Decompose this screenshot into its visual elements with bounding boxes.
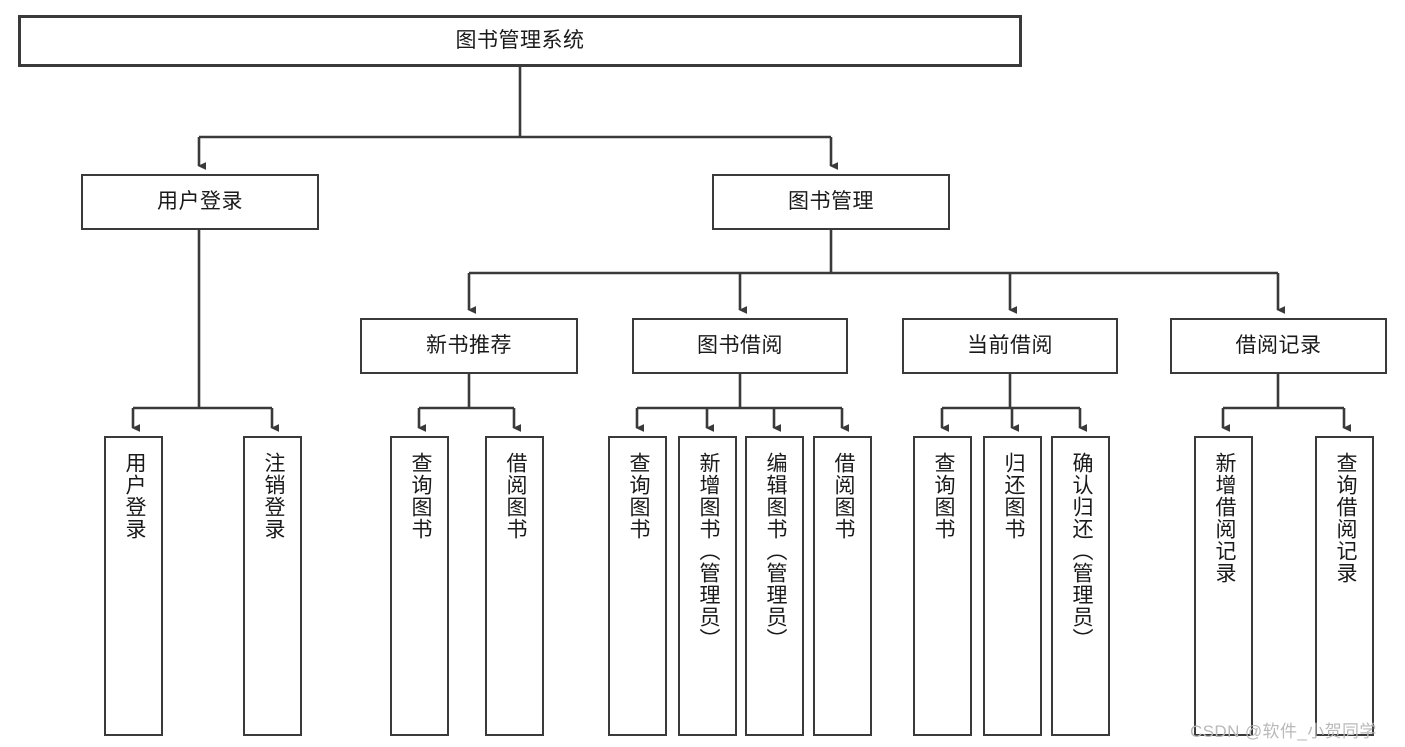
csdn-watermark: CSDN @软件_小贺同学: [1190, 722, 1377, 741]
leaf-confirm-return-admin-label: 确认归还（管理员）: [1069, 452, 1093, 650]
leaf-borrow-book-recommend-label: 借阅图书: [503, 452, 527, 540]
node-root-label: 图书管理系统: [455, 28, 585, 52]
leaf-add-borrow-record[interactable]: 新增借阅记录: [1194, 436, 1253, 736]
leaf-borrow-book[interactable]: 借阅图书: [813, 436, 872, 736]
leaf-borrow-book-label: 借阅图书: [831, 452, 855, 540]
node-user-login[interactable]: 用户登录: [81, 174, 319, 230]
leaf-query-book-current[interactable]: 查询图书: [913, 436, 972, 736]
node-book-borrow[interactable]: 图书借阅: [632, 318, 848, 374]
leaf-edit-book-admin[interactable]: 编辑图书（管理员）: [745, 436, 804, 736]
node-current-borrow[interactable]: 当前借阅: [902, 318, 1118, 374]
leaf-add-borrow-record-label: 新增借阅记录: [1212, 452, 1236, 584]
leaf-return-book-label: 归还图书: [1001, 452, 1025, 540]
leaf-query-book-current-label: 查询图书: [931, 452, 955, 540]
leaf-return-book[interactable]: 归还图书: [983, 436, 1042, 736]
leaf-user-login[interactable]: 用户登录: [104, 436, 163, 736]
leaf-query-borrow-record[interactable]: 查询借阅记录: [1315, 436, 1374, 736]
node-new-book-recommend-label: 新书推荐: [426, 333, 512, 357]
node-current-borrow-label: 当前借阅: [967, 333, 1053, 357]
node-borrow-record-label: 借阅记录: [1235, 333, 1322, 357]
leaf-query-borrow-record-label: 查询借阅记录: [1333, 452, 1357, 584]
leaf-user-login-label: 用户登录: [122, 452, 146, 540]
node-book-management-label: 图书管理: [788, 189, 874, 213]
leaf-logout-label: 注销登录: [261, 452, 285, 540]
node-book-borrow-label: 图书借阅: [697, 333, 783, 357]
leaf-query-book-borrow[interactable]: 查询图书: [608, 436, 667, 736]
leaf-confirm-return-admin[interactable]: 确认归还（管理员）: [1051, 436, 1110, 736]
leaf-add-book-admin[interactable]: 新增图书（管理员）: [678, 436, 737, 736]
node-book-management[interactable]: 图书管理: [712, 174, 950, 230]
leaf-edit-book-admin-label: 编辑图书（管理员）: [763, 452, 787, 650]
leaf-logout[interactable]: 注销登录: [243, 436, 302, 736]
leaf-query-book-borrow-label: 查询图书: [626, 452, 650, 540]
leaf-borrow-book-recommend[interactable]: 借阅图书: [485, 436, 544, 736]
node-borrow-record[interactable]: 借阅记录: [1170, 318, 1387, 374]
leaf-query-book-recommend-label: 查询图书: [408, 452, 432, 540]
leaf-add-book-admin-label: 新增图书（管理员）: [696, 452, 720, 650]
node-user-login-label: 用户登录: [157, 189, 243, 213]
leaf-query-book-recommend[interactable]: 查询图书: [390, 436, 449, 736]
node-root[interactable]: 图书管理系统: [18, 15, 1022, 67]
node-new-book-recommend[interactable]: 新书推荐: [360, 318, 578, 374]
